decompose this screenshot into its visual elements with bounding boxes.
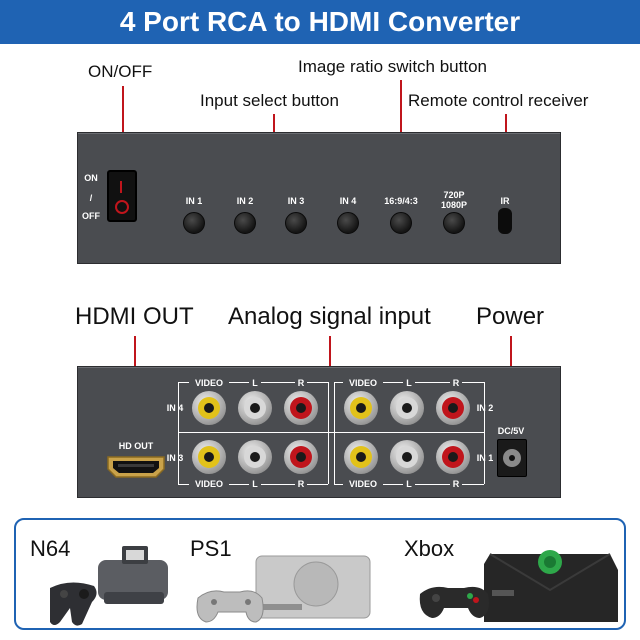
r-label-bottom-left: R bbox=[295, 479, 307, 489]
page-title: 4 Port RCA to HDMI Converter bbox=[0, 0, 640, 44]
r-label-top-right: R bbox=[450, 378, 462, 388]
rca-in3-right[interactable] bbox=[284, 440, 318, 474]
rca-in3-video[interactable] bbox=[192, 440, 226, 474]
l-label-top-left: L bbox=[249, 378, 261, 388]
in3-label: IN 3 bbox=[287, 196, 305, 206]
l-label-bottom-left: L bbox=[249, 479, 261, 489]
dc-power-port[interactable] bbox=[497, 439, 527, 477]
dc-label: DC/5V bbox=[497, 426, 525, 436]
compatible-consoles-box: N64 PS1 Xbox bbox=[14, 518, 626, 630]
in1-label: IN 1 bbox=[185, 196, 203, 206]
in2-group-label: IN 2 bbox=[476, 403, 494, 413]
input-3-button[interactable] bbox=[285, 212, 307, 234]
resolution-button[interactable] bbox=[443, 212, 465, 234]
analog-input-callout: Analog signal input bbox=[228, 303, 431, 330]
ir-label: IR bbox=[500, 196, 510, 206]
switch-off-mark bbox=[115, 200, 129, 214]
dc-jack-pin bbox=[509, 455, 515, 461]
rca-in4-video[interactable] bbox=[192, 391, 226, 425]
frame-right bbox=[484, 382, 485, 484]
r-label-bottom-right: R bbox=[450, 479, 462, 489]
switch-off-label: OFF bbox=[82, 211, 100, 221]
res-720-label: 720P bbox=[443, 190, 465, 200]
analog-leader bbox=[329, 336, 331, 382]
frame-left bbox=[178, 382, 179, 484]
ratio-switch-button[interactable] bbox=[390, 212, 412, 234]
res-1080-label: 1080P bbox=[440, 200, 468, 210]
rca-in2-video[interactable] bbox=[344, 391, 378, 425]
in1-group-label: IN 1 bbox=[476, 453, 494, 463]
video-label-bottom-left: VIDEO bbox=[189, 479, 229, 489]
rca-in1-left[interactable] bbox=[390, 440, 424, 474]
hdmi-out-callout: HDMI OUT bbox=[75, 303, 194, 330]
rca-in1-right[interactable] bbox=[436, 440, 470, 474]
rca-in3-left[interactable] bbox=[238, 440, 272, 474]
r-label-top-left: R bbox=[295, 378, 307, 388]
n64-console-image bbox=[50, 546, 168, 626]
rca-in2-left[interactable] bbox=[390, 391, 424, 425]
switch-on-mark bbox=[120, 181, 122, 193]
rca-in4-right[interactable] bbox=[284, 391, 318, 425]
input-2-button[interactable] bbox=[234, 212, 256, 234]
in4-label: IN 4 bbox=[339, 196, 357, 206]
remote-receiver-callout: Remote control receiver bbox=[408, 91, 589, 110]
on-off-callout: ON/OFF bbox=[88, 62, 153, 81]
switch-on-label: ON bbox=[84, 173, 98, 183]
video-label-top-right: VIDEO bbox=[343, 378, 383, 388]
ir-receiver bbox=[498, 208, 512, 234]
power-callout: Power bbox=[476, 303, 545, 330]
frame-center-b bbox=[334, 382, 335, 484]
input-4-button[interactable] bbox=[337, 212, 359, 234]
ps1-console-image bbox=[196, 555, 371, 623]
in3-group-label: IN 3 bbox=[166, 453, 184, 463]
l-label-bottom-right: L bbox=[403, 479, 415, 489]
ps1-label: PS1 bbox=[190, 536, 232, 561]
image-ratio-callout: Image ratio switch button bbox=[298, 57, 487, 76]
frame-center-a bbox=[328, 382, 329, 484]
xbox-label: Xbox bbox=[404, 536, 455, 561]
hd-out-label: HD OUT bbox=[118, 441, 154, 451]
in2-label: IN 2 bbox=[236, 196, 254, 206]
rca-in2-right[interactable] bbox=[436, 391, 470, 425]
input-1-button[interactable] bbox=[183, 212, 205, 234]
switch-sep-label: / bbox=[89, 193, 93, 203]
ratio-label: 16:9/4:3 bbox=[384, 196, 418, 206]
l-label-top-right: L bbox=[403, 378, 415, 388]
video-label-top-left: VIDEO bbox=[189, 378, 229, 388]
n64-label: N64 bbox=[30, 536, 71, 561]
front-panel bbox=[77, 132, 561, 264]
xbox-console-image bbox=[419, 550, 618, 622]
hdmi-port[interactable] bbox=[106, 454, 166, 480]
frame-mid bbox=[178, 432, 484, 433]
rca-in1-video[interactable] bbox=[344, 440, 378, 474]
input-select-callout: Input select button bbox=[200, 91, 339, 110]
rca-in4-left[interactable] bbox=[238, 391, 272, 425]
power-rocker-switch[interactable] bbox=[107, 170, 137, 222]
video-label-bottom-right: VIDEO bbox=[343, 479, 383, 489]
in4-group-label: IN 4 bbox=[166, 403, 184, 413]
